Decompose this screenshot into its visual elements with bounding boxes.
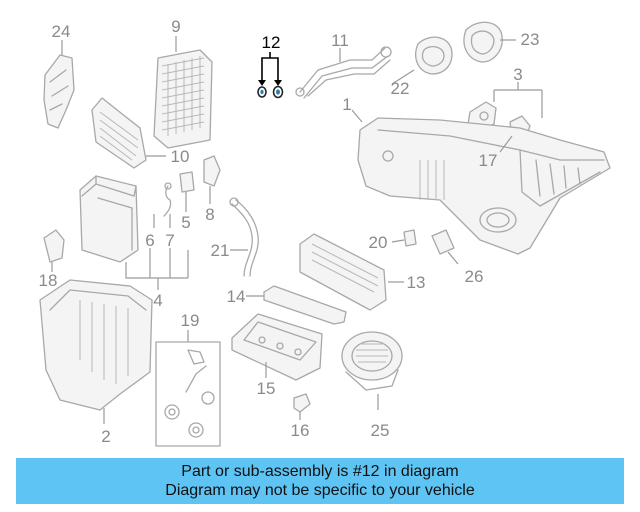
part-21-hose: [229, 197, 259, 277]
callout-23: 23: [521, 30, 540, 49]
part-12-o-rings: [257, 52, 284, 99]
callout-25: 25: [371, 421, 390, 440]
info-banner: Part or sub-assembly is #12 in diagram D…: [16, 458, 624, 504]
callout-3: 3: [513, 65, 522, 84]
callout-11: 11: [331, 31, 349, 50]
callout-8: 8: [205, 205, 214, 224]
part-2-housing: [39, 279, 153, 424]
callout-21: 21: [211, 241, 230, 260]
callout-17: 17: [479, 151, 498, 170]
callout-22: 22: [391, 79, 410, 98]
part-16-clip: [293, 393, 311, 420]
part-4-housing: [79, 175, 189, 290]
part-18-bracket: [43, 229, 65, 272]
callout-18: 18: [39, 271, 58, 290]
part-23-seal: [463, 21, 516, 63]
part-13-cabin-filter: [299, 233, 404, 311]
callout-9: 9: [171, 17, 180, 36]
callout-7: 7: [165, 231, 174, 250]
part-14-strip: [246, 285, 347, 325]
banner-line-2: Diagram may not be specific to your vehi…: [165, 482, 475, 499]
part-9-evaporator: [153, 36, 213, 149]
parts-diagram: 24 9 12 11 23 22 3 1 10 17 8 5 6 7 21 20…: [39, 17, 611, 447]
part-19-kit-box: [155, 330, 221, 447]
callout-1: 1: [342, 95, 351, 114]
callout-19: 19: [181, 311, 200, 330]
callout-10: 10: [171, 147, 190, 166]
callout-12: 12: [262, 33, 281, 52]
part-15-tray: [231, 313, 323, 381]
part-22-gasket: [391, 36, 453, 85]
callout-14: 14: [227, 287, 246, 306]
part-11-pipe: [295, 46, 392, 99]
part-5-sensor: [179, 171, 195, 212]
banner-line-1: Part or sub-assembly is #12 in diagram: [181, 463, 459, 480]
part-10-heater-core: [91, 97, 166, 169]
callout-26: 26: [465, 267, 484, 286]
callout-15: 15: [257, 379, 276, 398]
part-20-sensor: [391, 229, 417, 247]
callout-20: 20: [369, 233, 388, 252]
part-1-hvac-housing: [351, 109, 611, 255]
part-8-sensor: [203, 155, 221, 204]
callout-2: 2: [101, 427, 110, 446]
callout-24: 24: [52, 22, 71, 41]
callout-4: 4: [153, 291, 162, 310]
callout-5: 5: [181, 213, 190, 232]
part-6-7-wires: [153, 182, 172, 228]
callout-13: 13: [407, 273, 426, 292]
part-26-resistor: [431, 229, 459, 265]
part-25-blower-motor: [341, 331, 403, 410]
callout-6: 6: [145, 231, 154, 250]
lead-17: [499, 135, 513, 153]
part-24-bracket: [43, 40, 75, 129]
callout-16: 16: [291, 421, 310, 440]
